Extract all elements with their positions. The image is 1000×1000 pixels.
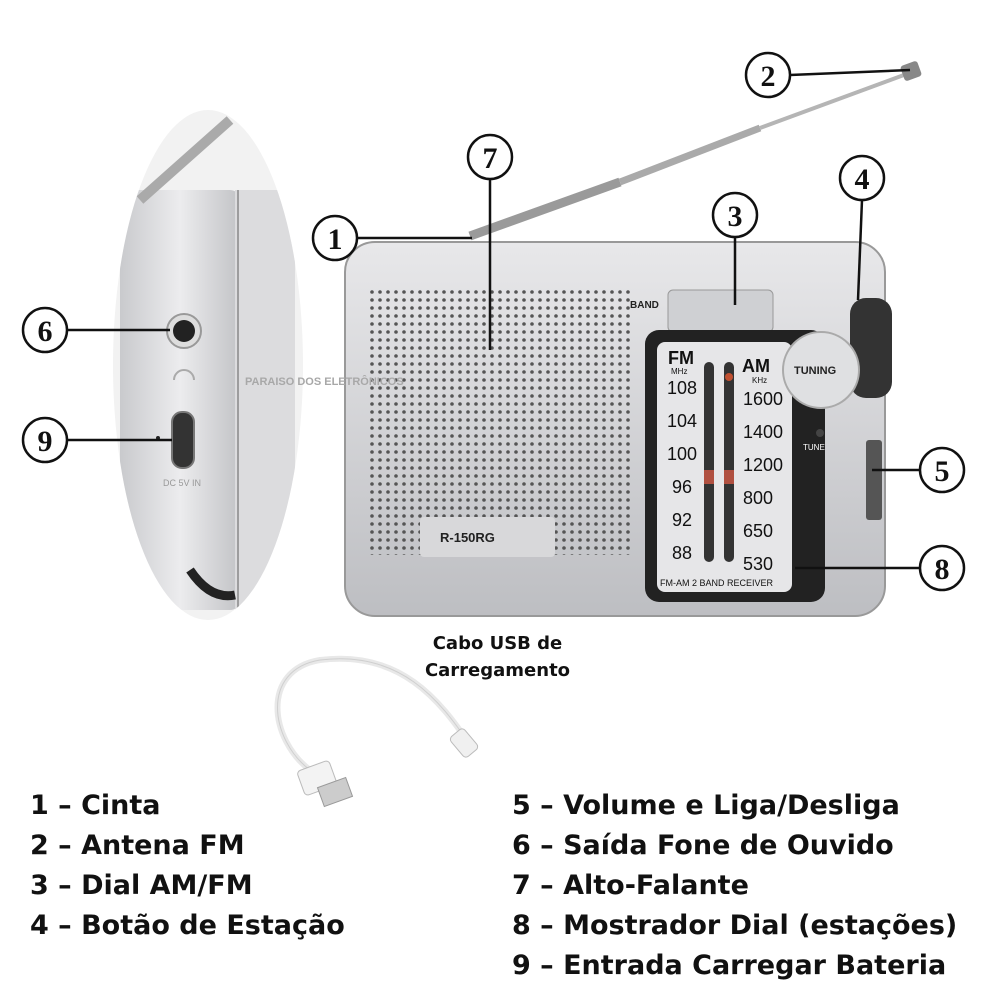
tune-label: TUNE: [803, 443, 825, 452]
leader-lines: [67, 68, 920, 570]
callout-2: 2: [761, 60, 776, 93]
volume-wheel[interactable]: [866, 440, 882, 520]
fm-unit: MHz: [671, 367, 687, 376]
legend-item: 1 – Cinta: [30, 790, 161, 821]
legend-item: 9 – Entrada Carregar Bateria: [512, 950, 947, 981]
fm-scale-label: 92: [672, 510, 692, 530]
speaker-grille: [370, 290, 630, 555]
cable-caption-line: Carregamento: [424, 660, 571, 681]
am-scale-label: 800: [743, 488, 773, 508]
am-unit: KHz: [752, 376, 767, 385]
band-label: BAND: [630, 300, 659, 311]
band-switch[interactable]: [667, 289, 774, 333]
callout-7: 7: [483, 142, 498, 175]
usb-cable: [274, 655, 479, 808]
legend-item: 8 – Mostrador Dial (estações): [512, 910, 958, 941]
radio-body: R-150RG BAND FM MHz AM KHz 108 104 100 9…: [344, 241, 892, 617]
tuning-label: TUNING: [794, 365, 836, 377]
fm-scale-label: 100: [667, 444, 697, 464]
legend-left: 1 – Cinta 2 – Antena FM 3 – Dial AM/FM 4…: [30, 786, 345, 946]
model-plate: [420, 517, 555, 557]
tune-indicator: [816, 429, 824, 437]
fm-scale-label: 96: [672, 477, 692, 497]
side-view-panel: [113, 110, 303, 620]
am-scale-label: 1400: [743, 422, 783, 442]
cable-caption: Cabo USB de Carregamento: [380, 630, 615, 684]
legend-item: 7 – Alto-Falante: [512, 870, 749, 901]
am-scale-label: 1200: [743, 455, 783, 475]
fm-scale-label: 108: [667, 378, 697, 398]
am-scale-label: 530: [743, 554, 773, 574]
port-label: DC 5V IN: [163, 478, 201, 488]
am-label: AM: [742, 356, 770, 376]
callout-3: 3: [728, 200, 743, 233]
fm-scale-label: 104: [667, 411, 697, 431]
callout-5: 5: [935, 455, 950, 488]
callout-4: 4: [855, 163, 870, 196]
legend-item: 5 – Volume e Liga/Desliga: [512, 790, 900, 821]
model-label: R-150RG: [440, 530, 495, 545]
fm-scale-label: 88: [672, 543, 692, 563]
callout-1: 1: [328, 223, 343, 256]
legend-item: 6 – Saída Fone de Ouvido: [512, 830, 894, 861]
tuning-knob[interactable]: [782, 331, 860, 409]
callout-markers: [21, 51, 966, 592]
watermark: PARAISO DOS ELETRÔNICOS: [245, 375, 404, 388]
cable-caption-line: Cabo USB de: [432, 633, 563, 654]
legend-right: 5 – Volume e Liga/Desliga 6 – Saída Fone…: [512, 786, 957, 986]
callout-6: 6: [38, 315, 53, 348]
receiver-label: FM-AM 2 BAND RECEIVER: [660, 578, 774, 588]
legend-item: 3 – Dial AM/FM: [30, 870, 253, 901]
callout-9: 9: [38, 425, 53, 458]
callout-8: 8: [935, 553, 950, 586]
am-scale-label: 650: [743, 521, 773, 541]
legend-item: 2 – Antena FM: [30, 830, 245, 861]
legend-item: 4 – Botão de Estação: [30, 910, 345, 941]
antenna: [468, 61, 922, 241]
fm-label: FM: [668, 348, 694, 368]
tuning-wheel[interactable]: [850, 298, 892, 398]
am-scale-label: 1600: [743, 389, 783, 409]
